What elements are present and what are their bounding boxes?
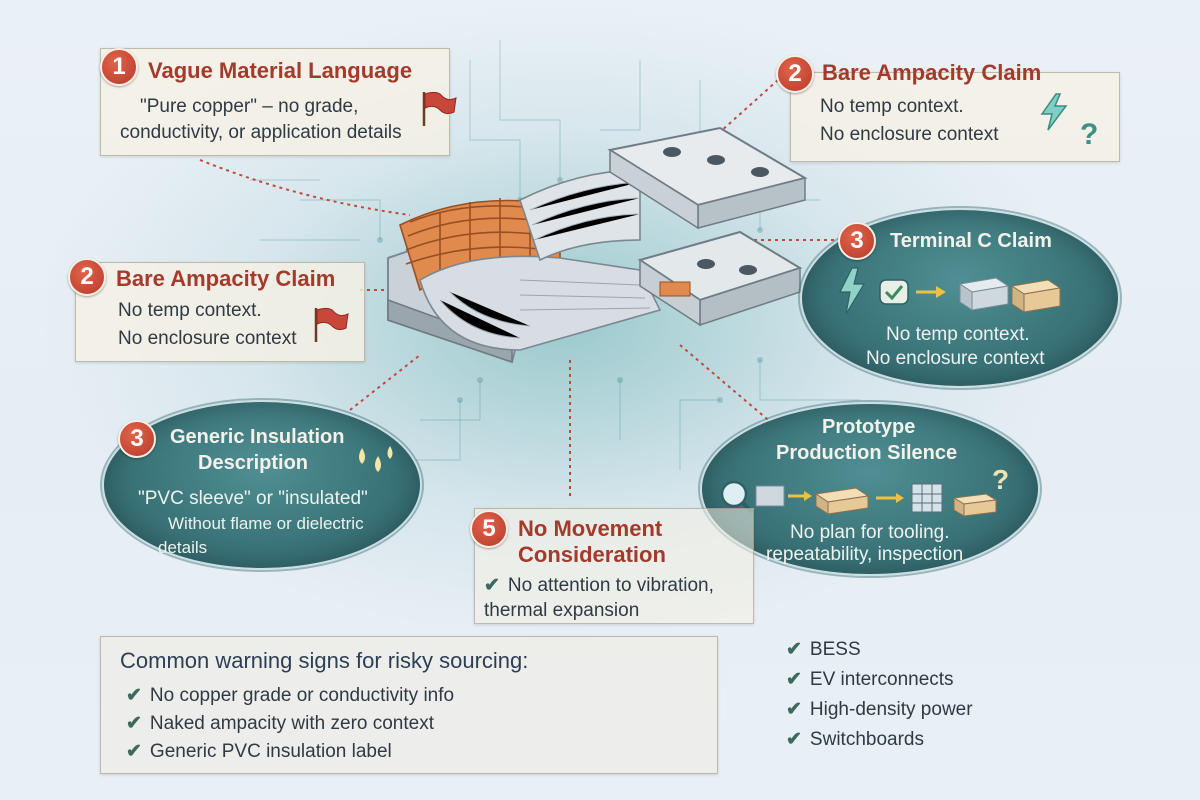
- callout-text: No enclosure context: [866, 348, 1045, 369]
- callout-title: Description: [198, 452, 309, 474]
- callout-title: No Movement: [518, 516, 663, 541]
- check-icon: ✔: [126, 713, 142, 734]
- callout-number-badge: 3: [118, 420, 156, 458]
- check-icon: ✔: [786, 639, 802, 660]
- callout-bare-ampacity-top: [790, 72, 1120, 162]
- droplets-icon: [359, 446, 393, 472]
- callout-title: Production Silence: [776, 442, 958, 464]
- callout-text: repeatability, inspection: [766, 544, 964, 565]
- callout-text: Without flame or dielectric: [168, 514, 364, 533]
- callout-number-badge: 3: [838, 222, 876, 260]
- check-icon: ✔: [786, 699, 802, 720]
- check-icon: ✔: [786, 729, 802, 750]
- terminal-process-icons: [839, 267, 1062, 315]
- callout-title: Consideration: [518, 542, 666, 567]
- application-item: ✔BESS: [786, 639, 861, 660]
- callout-no-movement: [474, 508, 754, 624]
- callout-number-badge: 2: [68, 258, 106, 296]
- callout-number-badge: 5: [470, 510, 508, 548]
- callout-text: details: [158, 538, 208, 557]
- application-item: ✔EV interconnects: [786, 669, 954, 690]
- application-item: ✔High-density power: [786, 699, 973, 720]
- callout-number-badge: 2: [776, 55, 814, 93]
- application-item: ✔Switchboards: [786, 729, 924, 750]
- check-icon: ✔: [484, 575, 500, 596]
- callout-generic-insulation: [102, 400, 422, 570]
- callout-text: ✔No attention to vibration,: [484, 575, 714, 596]
- callout-title: Vague Material Language: [148, 58, 413, 83]
- question-mark-icon: ?: [992, 464, 1010, 495]
- callout-text: No enclosure context: [820, 124, 999, 145]
- callout-text: No temp context.: [118, 300, 262, 321]
- warning-item: ✔Naked ampacity with zero context: [126, 713, 434, 734]
- warning-item: ✔Generic PVC insulation label: [126, 741, 392, 762]
- callout-title: Prototype: [822, 416, 916, 438]
- question-mark-icon: ?: [1080, 118, 1099, 151]
- callout-text: No temp context.: [820, 96, 964, 117]
- callout-title: Terminal C Claim: [890, 230, 1052, 252]
- callout-number-badge: 1: [100, 48, 138, 86]
- warning-item: ✔No copper grade or conductivity info: [126, 685, 455, 706]
- red-flag-icon: [422, 91, 457, 126]
- red-flag-icon: [314, 307, 349, 342]
- warning-signs-panel: [100, 636, 718, 774]
- check-icon: ✔: [786, 669, 802, 690]
- warning-signs-heading: Common warning signs for risky sourcing:: [120, 648, 529, 673]
- callout-text: "Pure copper" – no grade,: [140, 96, 359, 117]
- callout-title: Bare Ampacity Claim: [116, 266, 336, 291]
- callout-text: "PVC sleeve" or "insulated": [138, 488, 368, 509]
- callout-text: No enclosure context: [118, 328, 297, 349]
- production-process-icons: [720, 480, 998, 517]
- lightning-icon: [1040, 93, 1068, 131]
- callout-title: Bare Ampacity Claim: [822, 60, 1042, 85]
- check-icon: ✔: [126, 741, 142, 762]
- callout-text: conductivity, or application details: [120, 122, 402, 143]
- callout-title: Generic Insulation: [170, 426, 345, 448]
- callout-text: No temp context.: [886, 324, 1030, 345]
- check-icon: ✔: [126, 685, 142, 706]
- callout-text: No plan for tooling.: [790, 522, 950, 543]
- callout-text: thermal expansion: [484, 600, 640, 621]
